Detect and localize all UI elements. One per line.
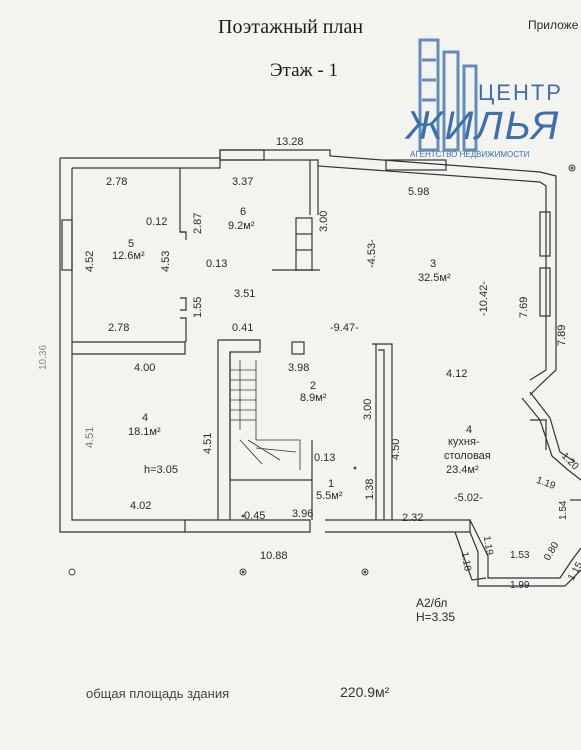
- dim-0-13-bottom: 0.13: [314, 452, 336, 464]
- ceiling-height: h=3.05: [144, 464, 178, 476]
- watermark-line2: ЖИЛЬЯ: [406, 104, 561, 148]
- room-4-number: 4: [142, 412, 149, 424]
- dim-0-12: 0.12: [146, 216, 168, 228]
- dim-0-45: 0.45: [244, 510, 266, 522]
- dim-4-51-stair: 4.51: [202, 432, 214, 454]
- dim-4-02: 4.02: [130, 500, 152, 512]
- kitchen-number: 4: [466, 424, 473, 436]
- kitchen-name-line2: столовая: [444, 450, 491, 462]
- dim-3-00-mid: 3.00: [362, 398, 374, 420]
- room-6-area: 9.2м²: [228, 220, 255, 232]
- total-area-value: 220.9м²: [340, 684, 390, 700]
- dim-4-53-left: 4.53: [160, 250, 172, 272]
- dim-4-50: 4.50: [390, 438, 402, 460]
- dim-room5-bottom: 2.78: [108, 322, 130, 334]
- room-3-number: 3: [430, 258, 437, 270]
- stamp-line1: А2/бл: [416, 596, 448, 610]
- room-2-area: 8.9м²: [300, 392, 327, 404]
- watermark-line3: АГЕНТСТВО НЕДВИЖИМОСТИ: [410, 150, 530, 159]
- dim-5-02: -5.02-: [454, 492, 483, 504]
- dim-1-54: 1.54: [558, 500, 569, 520]
- room-1-area: 5.5м²: [316, 490, 343, 502]
- dim-2-32: 2.32: [402, 512, 424, 524]
- dim-3-98: 3.98: [288, 362, 310, 374]
- room-5-number: 5: [128, 238, 135, 250]
- total-area-label: общая площадь здания: [86, 686, 230, 701]
- dim-7-89: 7.89: [556, 324, 568, 346]
- corner-label: Приложе: [528, 18, 579, 32]
- room-3-area: 32.5м²: [418, 272, 451, 284]
- dim-2-87: 2.87: [192, 212, 204, 234]
- room-2-number: 2: [310, 380, 317, 392]
- dim-0-41: 0.41: [232, 322, 254, 334]
- dim-4-12: 4.12: [446, 368, 468, 380]
- dim-left-total: 10.36: [38, 344, 49, 370]
- dim-1-53: 1.53: [510, 550, 530, 561]
- dim-7-69: 7.69: [518, 296, 530, 318]
- dim-0-13-top: 0.13: [206, 258, 228, 270]
- dim-4-52: 4.52: [84, 250, 96, 272]
- room-6-number: 6: [240, 206, 247, 218]
- stamp-line2: Н=3.35: [416, 610, 456, 624]
- dim-9-47: -9.47-: [330, 322, 359, 334]
- dim-3-00-top: 3.00: [318, 210, 330, 232]
- dim-room5-top: 2.78: [106, 176, 128, 188]
- dim-3-96: 3.96: [292, 508, 314, 520]
- dim-bottom-total: 10.88: [260, 550, 288, 562]
- dim-4-51-left: 4.51: [84, 426, 96, 448]
- dim-1-99: 1.99: [510, 580, 530, 591]
- dim-3-51: 3.51: [234, 288, 256, 300]
- page-title: Поэтажный план: [218, 16, 364, 38]
- dim-top-total: 13.28: [276, 136, 304, 148]
- dim-room3-top: 5.98: [408, 186, 430, 198]
- room-5-area: 12.6м²: [112, 250, 145, 262]
- kitchen-area: 23.4м²: [446, 464, 479, 476]
- room-1-number: 1: [328, 478, 335, 490]
- watermark-line1: ЦЕНТР: [478, 80, 563, 105]
- room-4-area: 18.1м²: [128, 426, 161, 438]
- dim-room6-top: 3.37: [232, 176, 254, 188]
- dim-1-38: 1.38: [364, 478, 376, 500]
- dim-4-00: 4.00: [134, 362, 156, 374]
- dim-4-53-mid: -4.53-: [366, 239, 378, 268]
- floor-label: Этаж - 1: [270, 60, 338, 81]
- dim-10-42: -10.42-: [478, 281, 490, 316]
- dim-1-55: 1.55: [192, 296, 204, 318]
- kitchen-name-line1: кухня-: [448, 436, 480, 448]
